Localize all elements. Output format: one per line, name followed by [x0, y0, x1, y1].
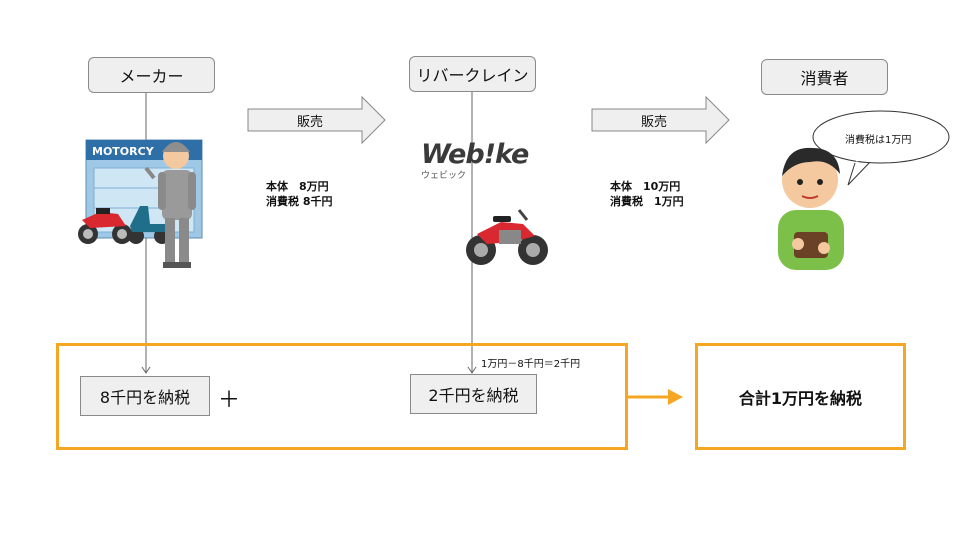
plus-sign: ＋ [218, 388, 241, 413]
speech-bubble-text: 消費税は1万円 [845, 135, 912, 146]
motorcycle-illustration [466, 209, 548, 265]
maker-tax-box: 8千円を納税 [80, 376, 210, 416]
maker-body-price: 本体 8万円 [266, 180, 329, 193]
maker-tax-price: 消費税 8千円 [266, 195, 333, 208]
speech-bubble [812, 110, 950, 186]
retailer-body-price: 本体 10万円 [610, 180, 681, 193]
consumer-box: 消費者 [761, 59, 888, 95]
logo-sub: ウェビック [421, 171, 467, 181]
consumer-wallet-illustration [778, 147, 844, 270]
consumer-label: 消費者 [800, 69, 849, 88]
sale-label-1: 販売 [296, 115, 323, 130]
svg-text:MOTORCY: MOTORCY [92, 145, 155, 158]
retailer-price-block: 本体 10万円 消費税 1万円 [610, 179, 684, 209]
retailer-box: リバークレイン [409, 56, 536, 92]
retailer-label: リバークレイン [416, 66, 529, 85]
retailer-tax-price: 消費税 1万円 [610, 195, 684, 208]
retailer-tax-box: 2千円を納税 [410, 374, 537, 414]
tax-calculation: 1万円－8千円＝2千円 [481, 359, 581, 370]
factory-worker-illustration: MOTORCY [78, 139, 203, 268]
maker-box: メーカー [88, 57, 215, 93]
sale-label-2: 販売 [640, 115, 667, 130]
total-tax-text: 合計1万円を納税 [738, 388, 863, 408]
tax-payment-group [56, 343, 628, 450]
maker-price-block: 本体 8万円 消費税 8千円 [266, 179, 332, 209]
webike-logo: Web!ke ウェビック [421, 139, 541, 182]
retailer-tax-text: 2千円を納税 [428, 386, 519, 405]
maker-label: メーカー [119, 67, 184, 86]
total-tax-box: 合計1万円を納税 [695, 343, 906, 450]
sale-arrow-2 [591, 95, 730, 145]
sale-arrow-1 [247, 95, 386, 145]
logo-main: Web!ke [421, 139, 529, 170]
maker-tax-text: 8千円を納税 [99, 388, 191, 407]
